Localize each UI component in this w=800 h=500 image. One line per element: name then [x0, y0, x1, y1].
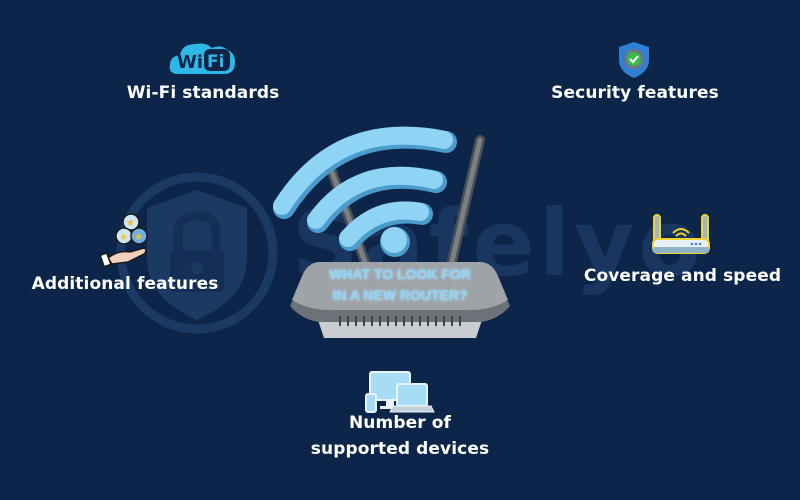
- feature-label-wifi-standards: Wi-Fi standards: [126, 83, 280, 103]
- feature-label-security-features: Security features: [551, 83, 719, 103]
- svg-text:Wi: Wi: [177, 52, 203, 73]
- svg-text:★: ★: [126, 218, 135, 229]
- wifi-logo-icon: Wi Fi: [169, 43, 236, 74]
- router-title-line1: WHAT TO LOOK FOR: [329, 266, 471, 282]
- router-signal-icon: [652, 214, 710, 254]
- feature-label-devices-line2: supported devices: [310, 439, 490, 459]
- shield-gear-check-icon: [619, 42, 649, 78]
- feature-label-additional-features: Additional features: [31, 274, 219, 294]
- svg-text:Fi: Fi: [207, 52, 224, 72]
- wifi-router-icon: [273, 126, 510, 338]
- devices-icon: [365, 371, 435, 413]
- router-title: WHAT TO LOOK FOR IN A NEW ROUTER?: [300, 264, 500, 306]
- padlock-shield-icon: [116, 172, 278, 334]
- feature-label-devices-line1: Number of: [348, 413, 452, 433]
- svg-text:★: ★: [134, 232, 143, 243]
- router-title-line2: IN A NEW ROUTER?: [332, 287, 468, 303]
- hand-stars-icon: ★ ★ ★: [100, 213, 148, 268]
- feature-label-coverage-and-speed: Coverage and speed: [583, 266, 782, 286]
- svg-text:★: ★: [119, 232, 128, 243]
